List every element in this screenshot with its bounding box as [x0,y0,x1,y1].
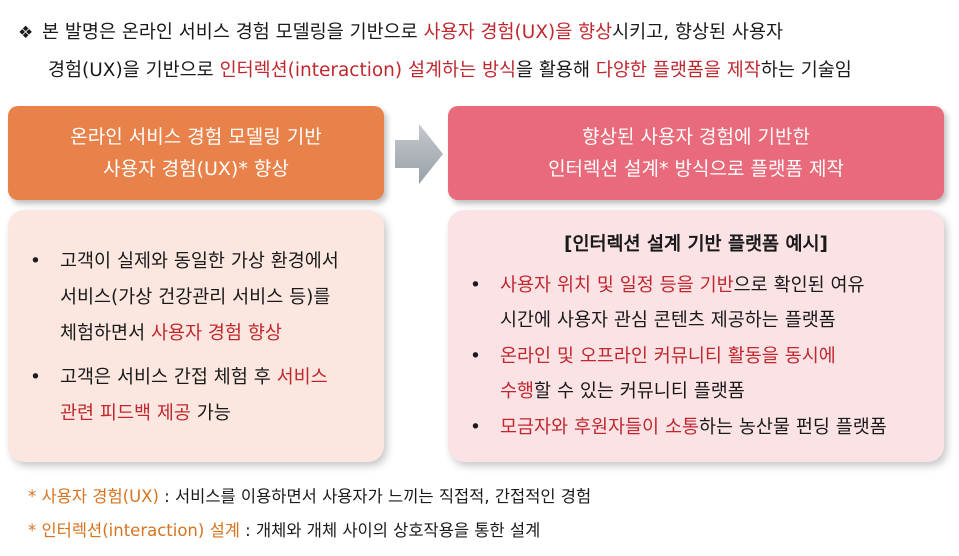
right-header-line-1: 향상된 사용자 경험에 기반한 [582,126,810,148]
list-item-line: 체험하면서 사용자 경험 향상 [60,316,368,352]
diamond-bullet-icon: ❖ [18,23,34,43]
intro-line-1-text: 본 발명은 온라인 서비스 경험 모델링을 기반으로 사용자 경험(UX)을 향… [42,22,783,43]
list-item-line: 온라인 및 오프라인 커뮤니티 활동을 동시에 [500,339,938,374]
platform-examples-title: [인터렉션 설계 기반 플랫폼 예시] [564,234,828,255]
list-item-line: 수행할 수 있는 커뮤니티 플랫폼 [500,374,938,409]
right-header-line-2: 인터렉션 설계* 방식으로 플랫폼 제작 [548,158,844,180]
list-item-line: 관련 피드백 제공 가능 [60,396,368,432]
text-segment: 가능 [190,403,231,424]
bullet-dot-icon: • [470,346,481,367]
text-segment: 할 수 있는 커뮤니티 플랫폼 [534,381,745,402]
right-header-box: 향상된 사용자 경험에 기반한 인터렉션 설계* 방식으로 플랫폼 제작 [448,106,944,200]
text-segment: 서비스(가상 건강관리 서비스 등)를 [60,287,331,308]
footnote-line: * 사용자 경험(UX) : 서비스를 이용하면서 사용자가 느끼는 직접적, … [28,480,591,514]
right-content-box: [인터렉션 설계 기반 플랫폼 예시] • 사용자 위치 및 일정 등을 기반으로… [448,210,944,462]
list-item-line: 사용자 위치 및 일정 등을 기반으로 확인된 여유 [500,268,938,303]
intro-line-2: 경험(UX)을 기반으로 인터렉션(interaction) 설계하는 방식을 … [18,52,948,90]
intro-line-1: ❖ 본 발명은 온라인 서비스 경험 모델링을 기반으로 사용자 경험(UX)을 … [18,14,948,52]
text-segment: 본 발명은 온라인 서비스 경험 모델링을 기반으로 [42,22,424,43]
intro-text: ❖ 본 발명은 온라인 서비스 경험 모델링을 기반으로 사용자 경험(UX)을 … [18,14,948,90]
text-segment: 고객은 서비스 간접 체험 후 [60,367,277,388]
footnote-line: * 인터렉션(interaction) 설계 : 개체와 개체 사이의 상호작용… [28,514,591,548]
highlight-text: 관련 피드백 제공 [60,403,191,424]
text-segment: 을 활용해 [516,60,596,81]
bullet-dot-icon: • [470,275,481,296]
list-item-line: 서비스(가상 건강관리 서비스 등)를 [60,280,368,316]
text-segment: 경험(UX)을 기반으로 [48,60,220,81]
footnotes: * 사용자 경험(UX) : 서비스를 이용하면서 사용자가 느끼는 직접적, … [28,480,591,548]
bullet-dot-icon: • [30,367,41,388]
highlight-text: 사용자 경험 향상 [150,323,282,344]
footnote-term: * 사용자 경험(UX) [28,487,159,506]
list-item-line: 모금자와 후원자들이 소통하는 농산물 펀딩 플랫폼 [500,410,938,445]
text-segment: 고객이 실제와 동일한 가상 환경에서 [60,251,339,272]
footnote-description: : 개체와 개체 사이의 상호작용을 통한 설계 [239,521,541,540]
bullet-dot-icon: • [30,251,41,272]
highlight-text: 수행 [500,381,535,402]
list-item-line: 고객이 실제와 동일한 가상 환경에서 [60,244,368,280]
text-segment: 으로 확인된 여유 [733,275,865,296]
text-segment: 시키고, 향상된 사용자 [612,22,783,43]
right-arrow-icon [395,124,443,184]
list-item-line: 시간에 사용자 관심 콘텐츠 제공하는 플랫폼 [500,303,938,338]
footnote-description: : 서비스를 이용하면서 사용자가 느끼는 직접적, 간접적인 경험 [158,487,592,506]
highlight-text: 서비스 [276,367,328,388]
highlight-text: 인터렉션(interaction) 설계하는 방식 [219,60,517,81]
highlight-text: 모금자와 후원자들이 소통 [500,417,699,438]
list-item-line: 고객은 서비스 간접 체험 후 서비스 [60,360,368,396]
text-segment: 체험하면서 [60,323,151,344]
highlight-text: 사용자 경험(UX)을 향상 [423,22,613,43]
left-header-box: 온라인 서비스 경험 모델링 기반 사용자 경험(UX)* 향상 [8,106,384,200]
bullet-dot-icon: • [470,417,481,438]
left-header-line-2: 사용자 경험(UX)* 향상 [103,158,289,180]
highlight-text: 사용자 위치 및 일정 등을 기반 [500,275,734,296]
highlight-text: 다양한 플랫폼을 제작 [595,60,761,81]
highlight-text: 온라인 및 오프라인 커뮤니티 활동을 동시에 [500,346,836,367]
list-item: • 모금자와 후원자들이 소통하는 농산물 펀딩 플랫폼 [458,410,938,445]
text-segment: 시간에 사용자 관심 콘텐츠 제공하는 플랫폼 [500,310,836,331]
footnote-term: * 인터렉션(interaction) 설계 [28,521,240,540]
text-segment: 하는 기술임 [760,60,852,81]
text-segment: 하는 농산물 펀딩 플랫폼 [698,417,887,438]
left-header-line-1: 온라인 서비스 경험 모델링 기반 [70,126,322,148]
